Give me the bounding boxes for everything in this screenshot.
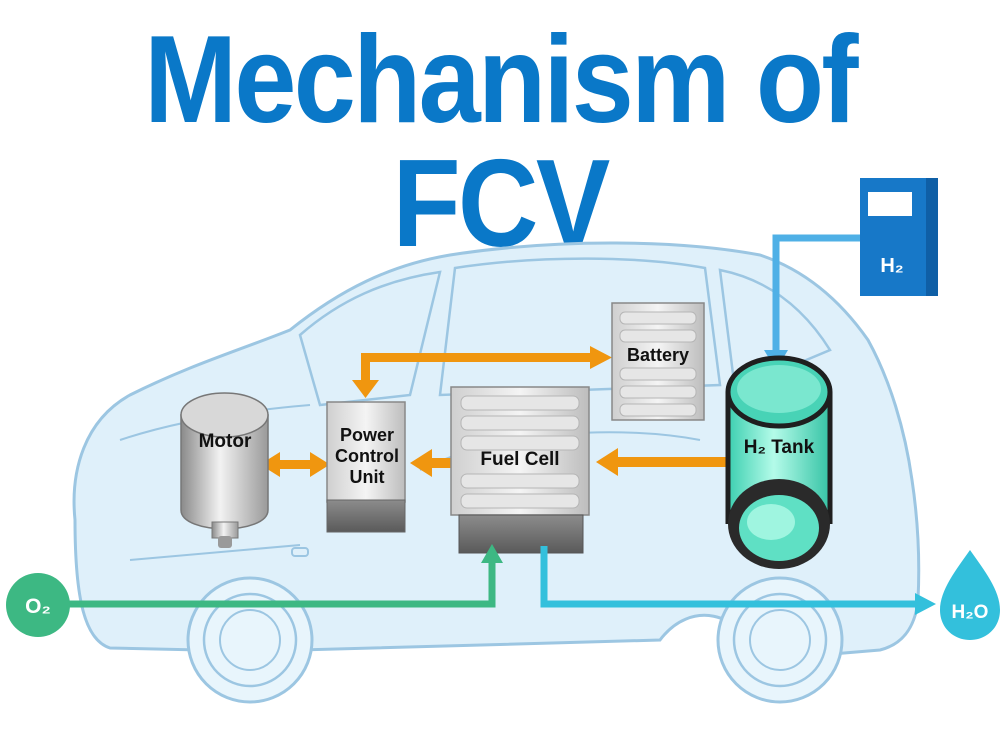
water-label: H₂O [952,602,989,623]
fuel-cell-label: Fuel Cell [480,449,559,470]
pcu-label-line1: Power [340,425,394,445]
power-control-unit: Power Control Unit [326,401,406,533]
oxygen-flow: O₂ [6,544,503,637]
hydrogen-tank: H₂ Tank [725,355,833,569]
motor: Motor [180,392,269,548]
station-label: H₂ [880,255,903,277]
motor-label: Motor [199,431,252,452]
fuel-cell: Fuel Cell [450,386,590,554]
h2-tank-label: H₂ Tank [744,437,815,458]
page-title: Mechanism of FCV [144,11,858,273]
electric-flow-arrows [260,346,732,477]
water-flow: H₂O [540,546,1000,640]
pcu-label-line2: Control [335,446,399,466]
battery-label: Battery [627,345,689,365]
pcu-label-line3: Unit [350,467,385,487]
hydrogen-station: H₂ [860,178,938,296]
battery: Battery [611,302,705,421]
oxygen-label: O₂ [25,595,51,618]
